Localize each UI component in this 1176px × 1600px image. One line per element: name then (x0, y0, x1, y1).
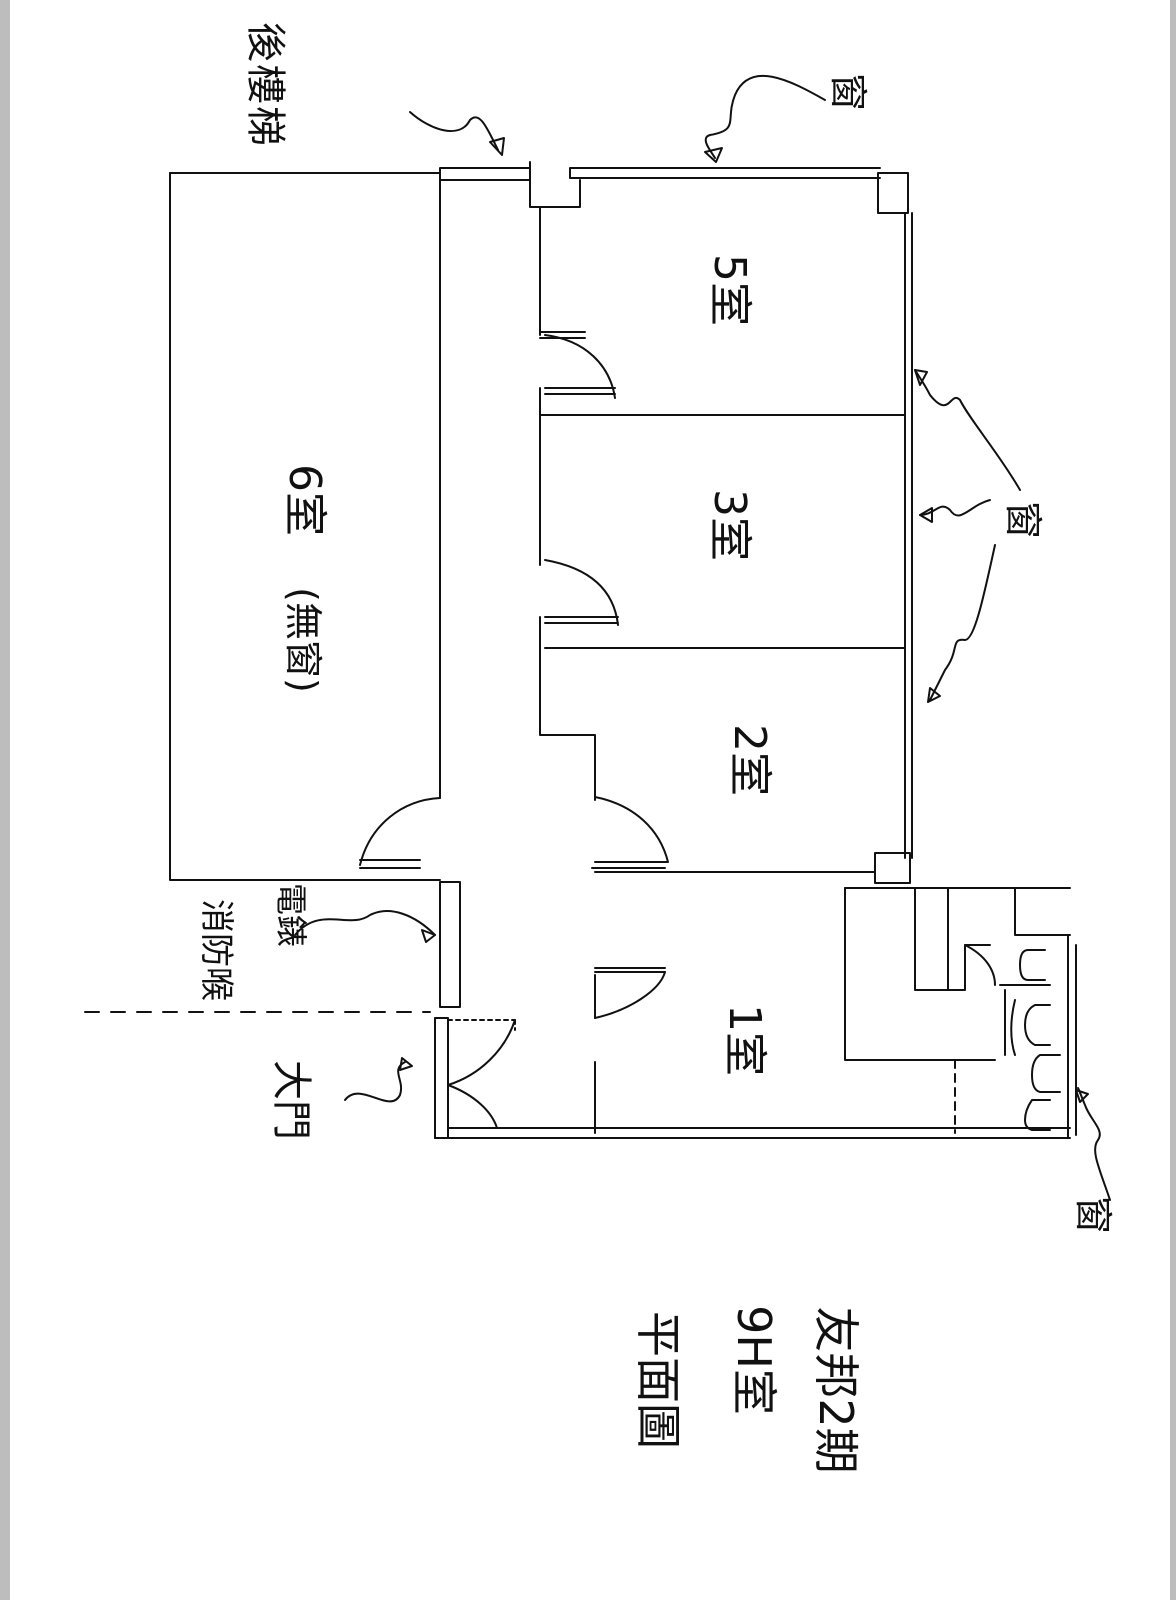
right-window-label: 窗 (1001, 501, 1045, 539)
room6-note: (無窗) (281, 587, 325, 693)
top-window-arrow (704, 74, 826, 159)
utility-label: 電錶 (272, 883, 310, 947)
door-swing-room1 (594, 971, 666, 1019)
right-window-arrow-3 (929, 544, 996, 701)
title-line3: 平面圖 (631, 1311, 685, 1449)
room2-label: 2室 (724, 724, 775, 796)
bathroom-window-arrow (1077, 1087, 1111, 1201)
walls (169, 161, 1077, 1139)
utility-arrow (294, 910, 436, 936)
main-door-label: 大門 (268, 1060, 314, 1140)
doors (359, 331, 669, 1129)
floor-plan-diagram: 5室 3室 2室 6室 (無窗) 1室 後樓梯 窗 窗 窗 電錶 消防喉 大門 … (84, 22, 1115, 1474)
right-window-arrow-1 (914, 369, 1021, 491)
title-line1: 友邦2期 (809, 1306, 863, 1473)
door-swing-room6 (359, 797, 441, 869)
annotation-arrows (84, 74, 1111, 1201)
right-window-arrow-2 (919, 499, 991, 517)
back-stairs-arrow (409, 111, 499, 151)
bathroom-window-label: 窗 (1071, 1196, 1115, 1234)
door-swing-room5 (539, 331, 616, 399)
back-stairs-label: 後樓梯 (242, 22, 288, 148)
fire-hose-label: 消防喉 (196, 899, 236, 1001)
door-swing-room2 (594, 796, 669, 863)
room1-label: 1室 (719, 1004, 770, 1076)
top-window-label: 窗 (826, 73, 870, 111)
room6-label: 6室 (279, 464, 330, 536)
door-swing-room3 (544, 559, 619, 626)
main-door-swing (447, 1019, 516, 1129)
toilet-fixtures (964, 944, 1061, 1131)
title-line2: 9H室 (727, 1305, 781, 1415)
room3-label: 3室 (704, 489, 755, 561)
main-door-arrow (344, 1061, 406, 1103)
drawing-sheet: 5室 3室 2室 6室 (無窗) 1室 後樓梯 窗 窗 窗 電錶 消防喉 大門 … (10, 0, 1170, 1600)
room5-label: 5室 (704, 254, 755, 326)
